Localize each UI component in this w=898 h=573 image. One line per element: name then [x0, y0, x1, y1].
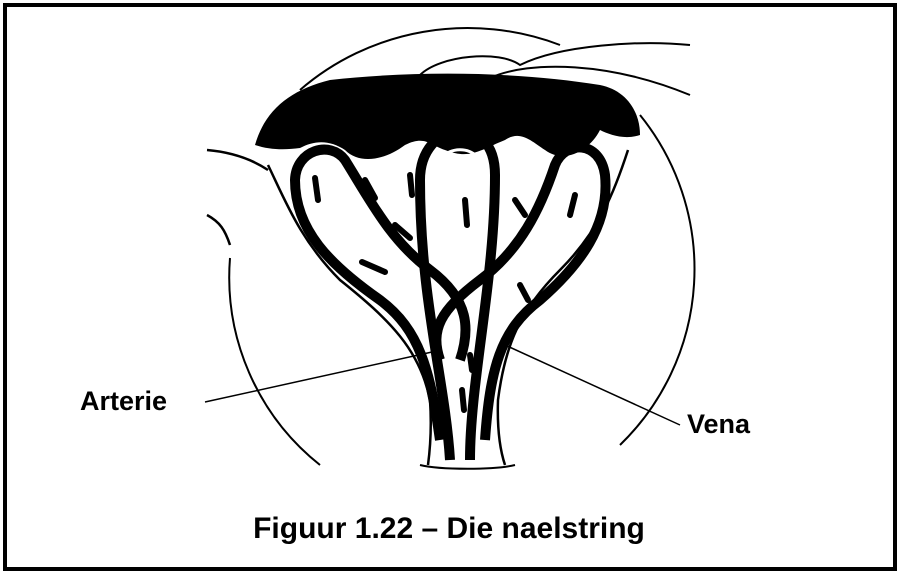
- label-vena: Vena: [687, 409, 750, 440]
- vein-center-inner: [432, 150, 485, 180]
- outer-circle: [620, 115, 694, 445]
- leader-line-vena: [505, 345, 680, 425]
- label-arterie: Arterie: [80, 386, 167, 417]
- cord-outline: [268, 165, 431, 465]
- figure-caption: Figuur 1.22 – Die naelstring: [0, 512, 898, 546]
- tissue-edge: [207, 215, 230, 245]
- membrane: [420, 43, 690, 75]
- outer-circle: [229, 258, 320, 465]
- cord-base: [420, 465, 515, 469]
- leader-line-arterie: [205, 352, 432, 402]
- tissue-edge: [207, 150, 268, 170]
